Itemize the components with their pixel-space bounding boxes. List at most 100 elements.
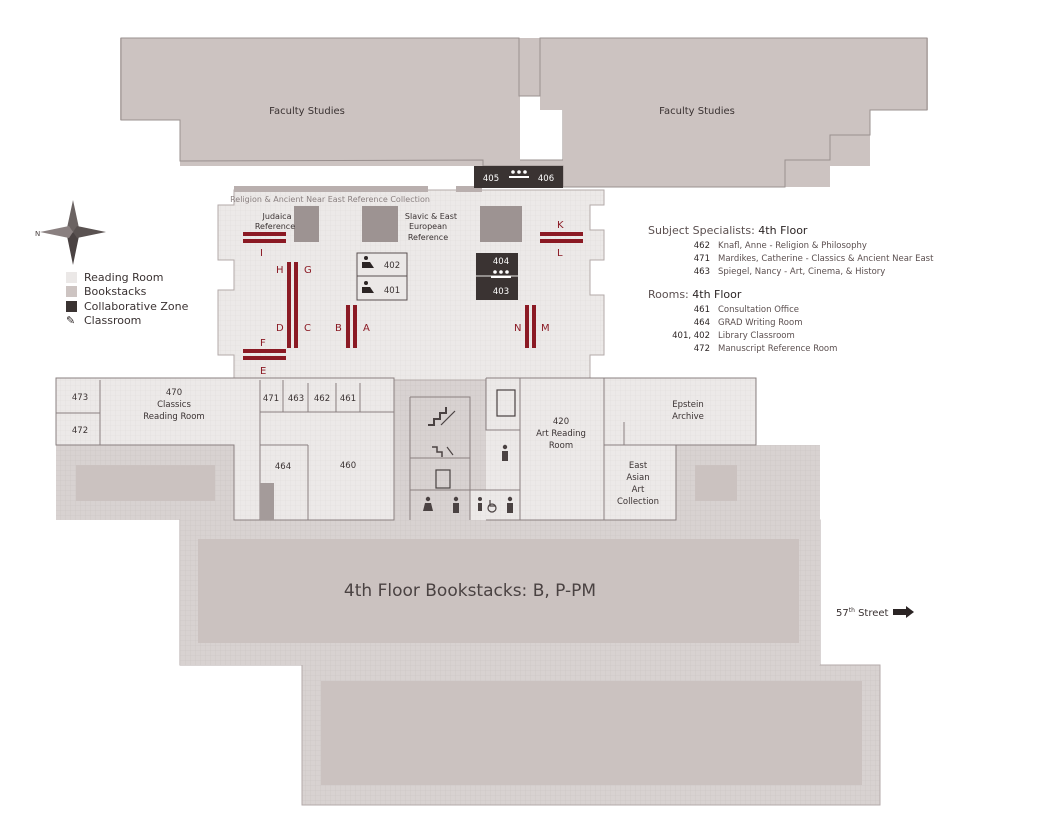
street-label: 57th Street (836, 607, 889, 619)
specialists-title: Subject Specialists: 4th Floor (648, 224, 808, 237)
shelf-label-K: K (557, 220, 564, 231)
classroom-icon-402 (362, 256, 374, 268)
bookstacks-main (198, 539, 799, 643)
men-icon-420 (502, 444, 508, 450)
shelf-label-G: G (304, 265, 312, 276)
room-402: 402 (384, 261, 400, 271)
compass-icon: N (35, 200, 106, 265)
shelf-L (540, 239, 583, 243)
legend-label-classroom: Classroom (84, 314, 142, 328)
room-464: 464 (275, 462, 291, 472)
room-463: 463 (288, 394, 304, 404)
east-asian-label-4: Collection (617, 497, 659, 507)
svg-text:N: N (35, 230, 40, 238)
room-404: 404 (493, 257, 509, 267)
shelf-H (287, 262, 291, 305)
east-asian-label-1: East (629, 461, 648, 471)
restroom-women-icon (425, 496, 431, 502)
faculty-studies-right: Faculty Studies (659, 106, 735, 117)
legend-swatch-bookstacks (66, 286, 77, 298)
shelf-G (294, 262, 298, 305)
room-406: 406 (538, 174, 554, 184)
classroom-icon: ✎ (66, 314, 76, 328)
shelf-label-F: F (260, 338, 266, 349)
shelf-label-E: E (260, 366, 266, 377)
legend-collab: Collaborative Zone (66, 299, 188, 314)
restroom-family-icon (478, 497, 482, 501)
slavic-label-2: European (409, 222, 447, 231)
shelf-I-J-lower (243, 239, 286, 243)
shelf-label-I: I (260, 248, 263, 259)
collab-icon-404 (491, 270, 511, 278)
legend-label-reading: Reading Room (84, 270, 164, 284)
epstein-label-1: Epstein (672, 400, 704, 410)
map-legend: Reading Room Bookstacks Collaborative Zo… (66, 270, 188, 328)
room-460: 460 (340, 461, 356, 471)
shelf-A (353, 305, 357, 348)
room-462: 462 (314, 394, 330, 404)
shelf-label-N: N (514, 323, 521, 334)
bookstacks-label: 4th Floor Bookstacks: B, P-PM (344, 581, 596, 601)
shelf-label-B: B (335, 323, 342, 334)
room-471: 471 (263, 394, 279, 404)
street-arrow-icon (893, 606, 914, 618)
legend-bookstacks: Bookstacks (66, 285, 188, 300)
shelf-B (346, 305, 350, 348)
room-461: 461 (340, 394, 356, 404)
shelf-D (287, 305, 291, 348)
room-420-name-1: Art Reading (536, 429, 586, 439)
legend-swatch-collab (66, 300, 77, 312)
slavic-label-1: Slavic & East (405, 212, 457, 221)
faculty-studies-left: Faculty Studies (269, 106, 345, 117)
room-473: 473 (72, 393, 88, 403)
shelf-label-A: A (363, 323, 370, 334)
restroom-men-icon (453, 496, 459, 502)
reference-strip-label: Religion & Ancient Near East Reference C… (230, 195, 430, 204)
shelf-label-L: L (557, 248, 563, 259)
legend-swatch-reading (66, 271, 77, 283)
shelf-label-M: M (541, 323, 550, 334)
slavic-label-3: Reference (408, 233, 448, 242)
room-420: 420 (553, 417, 569, 427)
walls (55, 377, 757, 521)
legend-reading-room: Reading Room (66, 270, 188, 285)
legend-label-bookstacks: Bookstacks (84, 285, 147, 299)
judaica-label-2: Reference (255, 222, 295, 231)
judaica-label-1: Judaica (262, 212, 292, 221)
room-470-name-2: Reading Room (143, 412, 204, 422)
shelf-label-C: C (304, 323, 311, 334)
stairs-down-icon (432, 446, 454, 457)
elevator-icon-2 (496, 389, 516, 417)
room-401: 401 (384, 286, 400, 296)
epstein-label-2: Archive (672, 412, 704, 422)
room-420-name-2: Room (549, 441, 573, 451)
shelf-K (540, 232, 583, 236)
rooms-title: Rooms: 4th Floor (648, 288, 742, 301)
shelves (243, 232, 583, 360)
shelf-C (294, 305, 298, 348)
shelf-F (243, 349, 286, 353)
shelf-E (243, 356, 286, 360)
elevator-icon (435, 469, 451, 489)
room-405: 405 (483, 174, 499, 184)
legend-classroom: ✎ Classroom (66, 314, 188, 329)
collab-icon-405 (509, 170, 529, 178)
shelf-label-D: D (276, 323, 284, 334)
room-403: 403 (493, 287, 509, 297)
shelf-label-H: H (276, 265, 284, 276)
room-470: 470 (166, 388, 182, 398)
stairs-icon (428, 407, 456, 426)
east-asian-label-3: Art (632, 485, 645, 495)
east-asian-label-2: Asian (626, 473, 649, 483)
accessible-icon (487, 500, 497, 513)
classroom-icon-401 (362, 281, 374, 293)
